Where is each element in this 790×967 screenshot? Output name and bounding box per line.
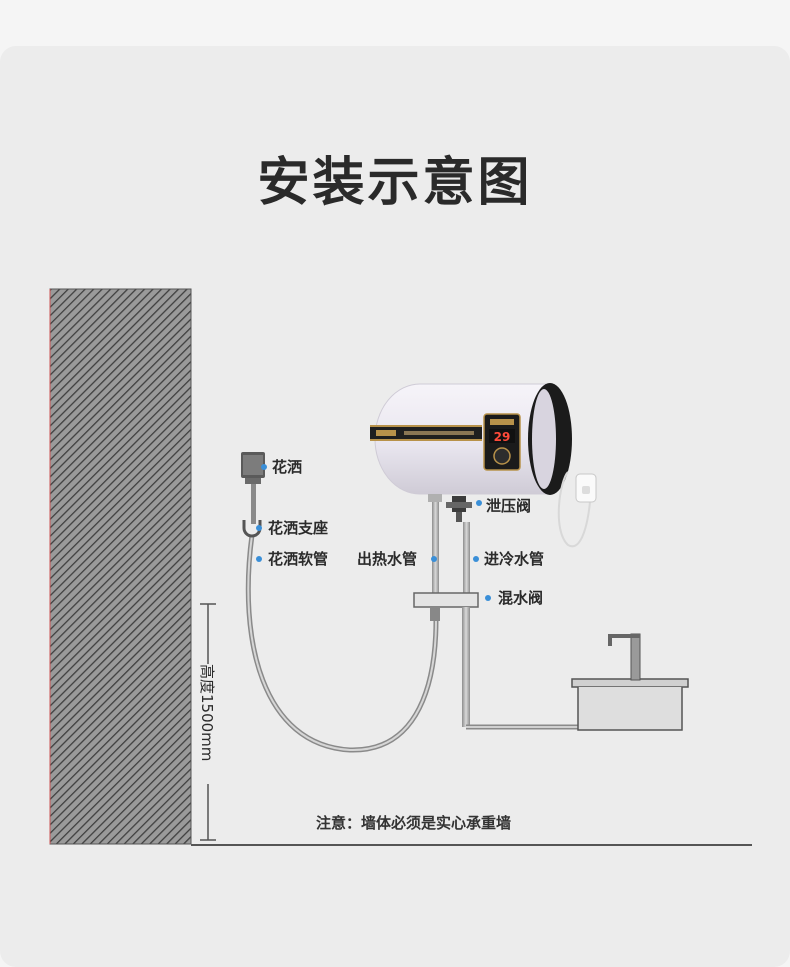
svg-text:混水阀: 混水阀 [498, 589, 543, 607]
label-mixing-valve: 混水阀 [485, 589, 543, 607]
hot-outlet-pipe [432, 502, 439, 594]
faucet [608, 633, 641, 681]
height-label: 高度1500mm [198, 664, 216, 761]
label-shower-holder: 花洒支座 [256, 519, 328, 537]
water-heater: 29 [370, 383, 572, 502]
power-plug [557, 471, 597, 548]
wall [49, 288, 192, 845]
label-shower-head: 花洒 [261, 458, 302, 476]
temp-display: 29 [494, 430, 511, 444]
height-dimension: 高度1500mm [197, 603, 219, 841]
label-shower-hose: 花洒软管 [256, 550, 328, 568]
wall-note: 注意：墙体必须是实心承重墙 [316, 814, 511, 832]
shower-head [241, 452, 265, 524]
svg-text:花洒支座: 花洒支座 [268, 519, 328, 537]
sink [571, 678, 689, 731]
svg-text:出热水管: 出热水管 [357, 550, 417, 568]
label-hot-outlet-pipe: 出热水管 [357, 550, 437, 568]
mixing-valve [413, 592, 479, 727]
svg-text:进冷水管: 进冷水管 [484, 550, 544, 568]
page-title: 安装示意图 [257, 153, 533, 213]
cold-inlet-pipe [463, 522, 470, 594]
label-cold-inlet-pipe: 进冷水管 [473, 550, 544, 568]
label-relief-valve: 泄压阀 [476, 497, 531, 515]
relief-valve [446, 496, 472, 522]
svg-text:泄压阀: 泄压阀 [486, 497, 531, 515]
svg-text:花洒: 花洒 [272, 458, 302, 476]
svg-text:花洒软管: 花洒软管 [268, 550, 328, 568]
control-knob [493, 447, 511, 465]
